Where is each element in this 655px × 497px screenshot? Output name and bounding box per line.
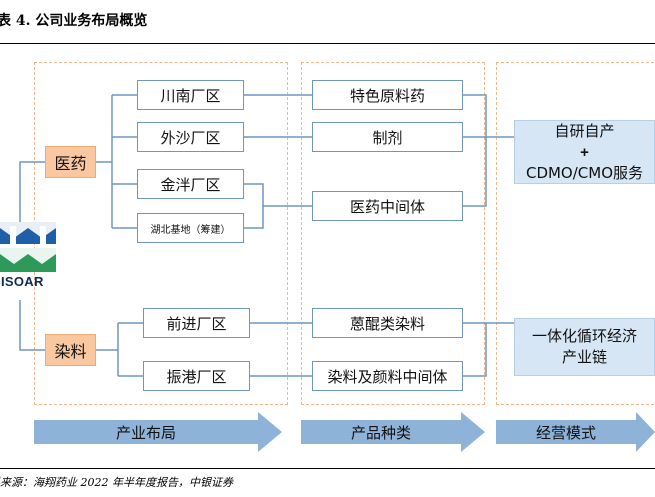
model-pharma-line1: 自研自产 [554, 121, 615, 140]
segment-dyes: 染料 [45, 334, 96, 366]
plant-hubei: 湖北基地（筹建） [137, 213, 244, 243]
logo-to-pharma-line [19, 161, 45, 222]
plant-qianjin: 前进厂区 [143, 308, 250, 338]
layout-arrow-label: 产业布局 [115, 423, 176, 442]
company-logo-text: SISOAR [0, 274, 44, 289]
model-dyes-line2: 产业链 [561, 348, 607, 366]
model-frame [496, 62, 655, 405]
figure-title: 表 4. 公司业务布局概览 [0, 13, 148, 29]
model-pharma: 自研自产 + CDMO/CMO服务 [514, 120, 655, 184]
product-anthraquinone-dyes: 蒽醌类染料 [312, 308, 463, 338]
plant-chuannan: 川南厂区 [137, 80, 244, 110]
source-rule [0, 468, 655, 469]
product-api: 特色原料药 [312, 80, 463, 110]
plant-zhengang: 振港厂区 [143, 361, 250, 391]
company-logo-icon [0, 222, 56, 272]
product-pharma-intermediate: 医药中间体 [312, 191, 463, 221]
model-arrow [496, 412, 655, 452]
plant-jinze: 金泮厂区 [137, 169, 244, 199]
products-arrow-label: 产品种类 [350, 423, 411, 442]
products-arrow [301, 412, 485, 452]
model-arrow-label: 经营模式 [535, 423, 596, 442]
model-pharma-plus: + [580, 143, 589, 161]
model-dyes: 一体化循环经济 产业链 [514, 318, 655, 376]
title-rule [0, 43, 655, 44]
products-frame [301, 62, 485, 405]
segment-pharma: 医药 [45, 146, 96, 178]
model-pharma-line3: CDMO/CMO服务 [525, 163, 644, 182]
layout-arrow [34, 412, 282, 452]
product-dye-intermediate: 染料及颜料中间体 [312, 361, 463, 391]
plant-waisha: 外沙厂区 [137, 122, 244, 152]
model-dyes-line1: 一体化循环经济 [531, 327, 637, 345]
logo-to-dyes-line [19, 300, 45, 351]
source-note: 资料来源：海翔药业 2022 年半年度报告，中银证券 [0, 476, 233, 489]
product-formulation: 制剂 [312, 122, 463, 152]
